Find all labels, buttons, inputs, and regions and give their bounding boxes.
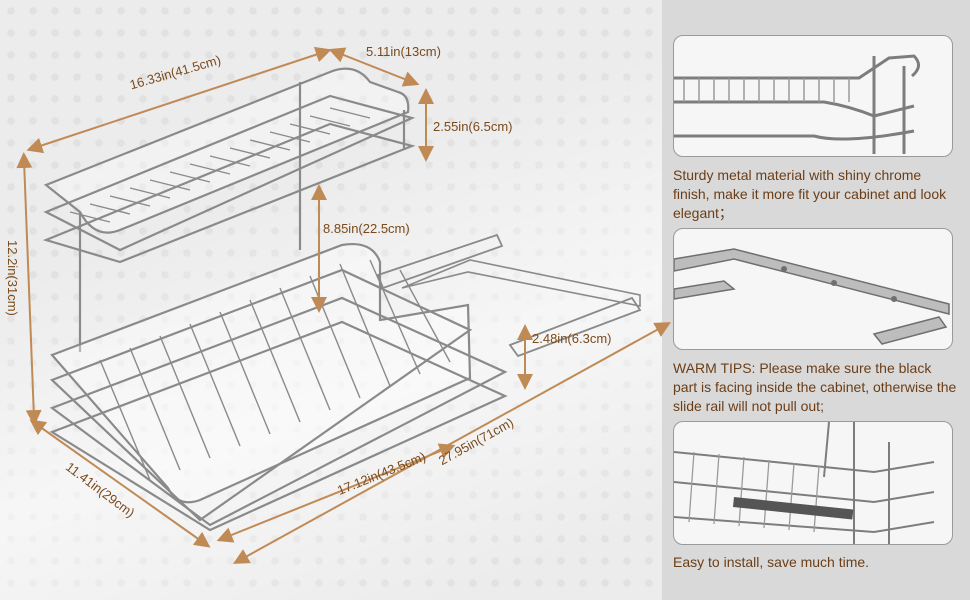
chrome-detail-photo [673, 35, 953, 157]
slide-rail-photo [673, 228, 953, 350]
dim-gap-height: 8.85in(22.5cm) [323, 221, 410, 236]
warm-tips-text: Please make sure the black part is facin… [673, 360, 957, 414]
install-detail-photo [673, 421, 953, 545]
feature-caption-warm-tips: WARM TIPS: Please make sure the black pa… [673, 359, 958, 416]
dim-bottom-height: 2.48in(6.3cm) [532, 331, 612, 346]
warm-tips-label: WARM TIPS: [673, 360, 756, 376]
dim-total-height: 12.2in(31cm) [5, 240, 20, 316]
feature-caption-chrome: Sturdy metal material with shiny chrome … [673, 167, 947, 221]
dimension-lines [16, 46, 672, 564]
dim-top-height: 2.55in(6.5cm) [433, 119, 513, 134]
dim-top-width: 5.11in(13cm) [366, 44, 441, 59]
feature-caption-install: Easy to install, save much time. [673, 554, 870, 570]
